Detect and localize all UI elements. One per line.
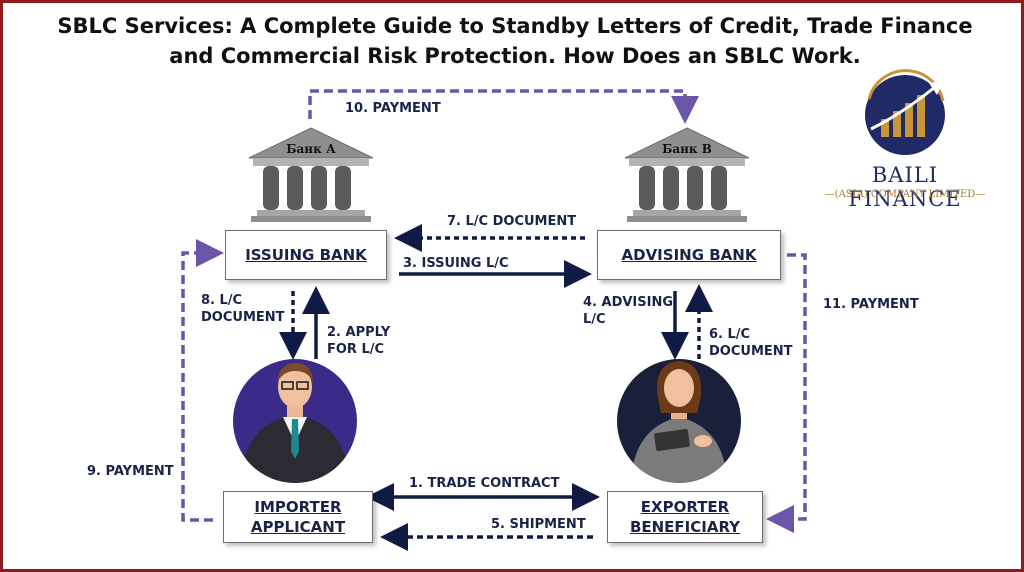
issuing-bank-box: ISSUING BANK [225, 230, 387, 280]
payment-10-arrow [308, 89, 699, 124]
beneficiary-label: BENEFICIARY [629, 518, 741, 536]
step-6-label-line1: 6. L/C [709, 327, 751, 342]
step-9-label: 9. PAYMENT [87, 464, 174, 479]
bank-a-sign: Банк А [286, 142, 336, 156]
businesswoman-avatar-icon [617, 359, 741, 483]
bank-a-building-icon [248, 127, 374, 222]
step-2-label-line1: 2. APPLY [327, 325, 391, 340]
title-line-1: SBLC Services: A Complete Guide to Stand… [57, 14, 973, 38]
issuing-bank-label: ISSUING BANK [245, 246, 367, 264]
logo-company-subtitle: —(ASIA) COMPANY LIMITED— [824, 189, 986, 200]
importer-applicant-box: IMPORTER APPLICANT [223, 491, 373, 543]
payment-11-arrow [766, 253, 807, 533]
page-title: SBLC Services: A Complete Guide to Stand… [3, 11, 1024, 71]
businessman-avatar-icon [233, 359, 357, 483]
exporter-beneficiary-box: EXPORTER BENEFICIARY [607, 491, 763, 543]
step-2-label-line2: FOR L/C [327, 342, 385, 357]
logo-emblem-icon [865, 69, 945, 155]
bank-b-sign: Банк В [662, 142, 712, 156]
step-7-label: 7. L/C DOCUMENT [447, 214, 577, 229]
step-3-label: 3. ISSUING L/C [403, 256, 509, 271]
step-8-label-line2: DOCUMENT [201, 310, 285, 325]
step-11-label: 11. PAYMENT [823, 297, 919, 312]
exporter-label: EXPORTER [640, 498, 730, 516]
logo-company-name: BAILI FINANCE [848, 163, 962, 211]
step-4-label-line1: 4. ADVISING [583, 295, 674, 310]
payment-9-arrow [181, 239, 224, 522]
importer-label: IMPORTER [254, 498, 342, 516]
bank-b-building-icon [624, 127, 750, 222]
step-8-label-line1: 8. L/C [201, 293, 243, 308]
advising-bank-label: ADVISING BANK [621, 246, 757, 264]
step-5-label: 5. SHIPMENT [491, 517, 586, 532]
advising-bank-box: ADVISING BANK [597, 230, 781, 280]
step-1-label: 1. TRADE CONTRACT [409, 476, 560, 491]
step-6-label-line2: DOCUMENT [709, 344, 793, 359]
step-4-label-line2: L/C [583, 312, 606, 327]
title-line-2: and Commercial Risk Protection. How Does… [169, 44, 861, 68]
flow-diagram: Банк А Банк В [181, 69, 945, 551]
step-10-label: 10. PAYMENT [345, 101, 441, 116]
applicant-label: APPLICANT [250, 518, 346, 536]
